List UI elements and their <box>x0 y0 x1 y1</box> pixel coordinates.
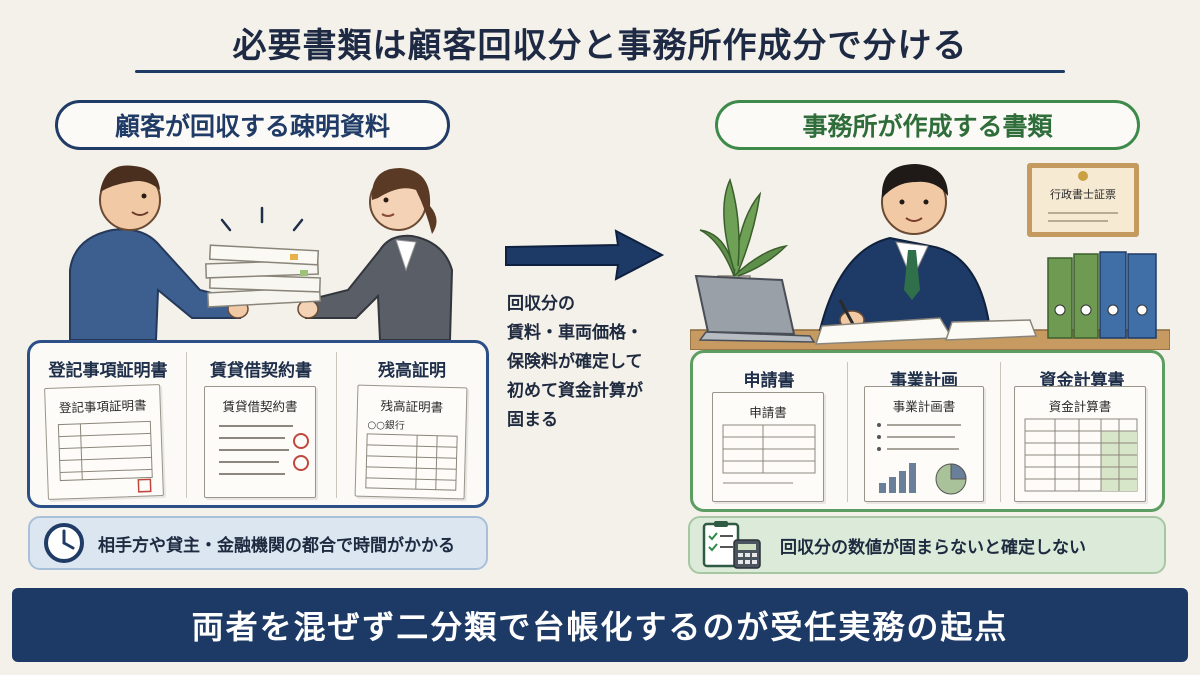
column-divider <box>1000 362 1001 502</box>
application-document: 申請書 <box>712 392 824 502</box>
bottom-banner: 両者を混ぜず二分類で台帳化するのが受任実務の起点 <box>12 588 1188 662</box>
bar-pie-chart-icon <box>877 423 967 495</box>
doc-label-lease: 賃貸借契約書 <box>210 361 312 381</box>
table-lines-icon <box>57 420 153 493</box>
paper-title: 残高証明書 <box>380 398 444 415</box>
title-underline <box>135 70 1065 73</box>
document-stack-icon <box>205 244 322 308</box>
certificate-text: 行政書士証票 <box>1050 188 1116 201</box>
middle-line: 賃料・車両価格・ <box>507 323 643 343</box>
lease-contract-document: 賃貸借契約書 <box>204 386 316 498</box>
clock-icon <box>44 523 84 563</box>
client-man-figure <box>69 165 249 340</box>
desk-paper <box>944 319 1038 341</box>
form-lines-icon <box>722 424 816 484</box>
right-arrow-icon <box>505 229 665 281</box>
emblem-icon <box>1078 171 1088 181</box>
bank-name: ○○銀行 <box>367 419 406 432</box>
column-divider <box>186 352 187 498</box>
right-note-text: 回収分の数値が固まらないと確定しない <box>780 537 1086 558</box>
seal-stamp-icon <box>293 433 309 471</box>
certificate-frame: 行政書士証票 <box>1027 163 1139 237</box>
middle-explanation: 回収分の 賃料・車両価格・ 保険料が確定して 初めて資金計算が 固まる <box>507 290 687 435</box>
office-illustration <box>690 164 1170 350</box>
right-section-header: 事務所が作成する書類 <box>715 100 1140 150</box>
checklist-calculator-icon <box>702 521 761 569</box>
banner-text: 両者を混ぜず二分類で台帳化するのが受任実務の起点 <box>191 608 1009 646</box>
page-title: 必要書類は顧客回収分と事務所作成分で分ける <box>232 26 968 66</box>
binders-icon <box>1047 251 1157 339</box>
balance-certificate-document: 残高証明書 ○○銀行 <box>354 384 468 500</box>
doc-label-balance: 残高証明 <box>378 361 446 381</box>
laptop-icon <box>694 274 816 343</box>
paper-title: 賃貸借契約書 <box>222 399 298 414</box>
left-note-text: 相手方や貸主・金融機関の都合で時間がかかる <box>98 535 455 556</box>
staff-woman-figure <box>297 168 454 340</box>
middle-line: 固まる <box>507 410 558 430</box>
paper-title: 登記事項証明書 <box>58 397 147 416</box>
spreadsheet-icon <box>1024 418 1138 492</box>
doc-label-registry: 登記事項証明書 <box>48 361 168 381</box>
middle-line: 回収分の <box>507 294 575 314</box>
column-divider <box>847 362 848 502</box>
paper-title: 申請書 <box>749 405 787 420</box>
column-divider <box>336 352 337 498</box>
table-lines-icon <box>365 433 458 491</box>
fund-calc-document: 資金計算書 <box>1014 386 1146 502</box>
business-plan-document: 事業計画書 <box>864 386 984 502</box>
paper-title: 事業計画書 <box>892 399 956 414</box>
office-man-figure <box>818 164 992 331</box>
middle-line: 保険料が確定して <box>507 352 643 372</box>
doc-label-application: 申請書 <box>743 371 795 391</box>
paper-title: 資金計算書 <box>1048 399 1112 414</box>
left-section-header: 顧客が回収する疎明資料 <box>55 100 450 150</box>
middle-line: 初めて資金計算が <box>507 381 643 401</box>
handover-illustration <box>69 165 454 340</box>
right-note-bar: 回収分の数値が固まらないと確定しない <box>688 516 1166 574</box>
left-note-bar: 相手方や貸主・金融機関の都合で時間がかかる <box>28 516 488 570</box>
registry-certificate-document: 登記事項証明書 <box>44 384 164 500</box>
pen-icon <box>838 299 856 327</box>
